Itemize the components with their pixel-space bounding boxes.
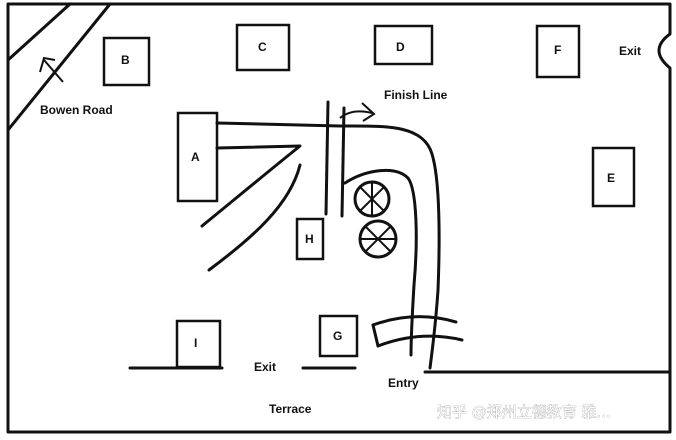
north-arrow-shaft [43, 59, 64, 83]
entry-ramp-top [371, 315, 458, 327]
building-f [535, 24, 581, 79]
building-a-label: A [191, 150, 200, 164]
entry-ramp-end [371, 323, 380, 348]
building-e-label: E [607, 171, 615, 185]
building-b [102, 36, 151, 87]
finish-post-left [324, 100, 330, 216]
exit-bottom-label: Exit [254, 360, 276, 374]
finish-arrow-head [361, 102, 376, 122]
entry-label: Entry [388, 376, 419, 390]
bowen-road-label: Bowen Road [40, 103, 113, 117]
building-c [235, 23, 291, 72]
building-d-label: D [396, 40, 405, 54]
building-h-label: H [305, 232, 314, 246]
building-g-label: G [333, 329, 342, 343]
building-c-label: C [258, 40, 267, 54]
finish-arrow [339, 110, 373, 119]
building-f-label: F [554, 43, 561, 57]
path-inner-curve [343, 168, 418, 357]
building-i-label: I [194, 336, 197, 350]
finish-post-right [340, 106, 346, 218]
path-a-branch [200, 144, 302, 228]
terrace-label: Terrace [269, 402, 312, 416]
building-a [176, 111, 219, 203]
map-boundary [6, 2, 672, 434]
north-arrow-head [39, 56, 56, 73]
path-a-top [215, 121, 441, 370]
exit-right-label: Exit [619, 44, 641, 58]
building-i [175, 319, 222, 369]
fan-icon-upper [353, 180, 391, 218]
fan-icon-lower [358, 219, 398, 259]
finish-line-label: Finish Line [384, 88, 448, 102]
watermark-text: 知乎 @郑州立德教育 雅... [437, 403, 611, 421]
building-h [295, 217, 325, 261]
entry-ramp-bottom [376, 334, 464, 348]
building-b-label: B [121, 53, 130, 67]
path-h-curve [207, 163, 302, 272]
bowen-road-edge-1 [6, 2, 72, 62]
building-g [318, 314, 359, 358]
bowen-road-edge-2 [6, 2, 112, 132]
building-e [591, 146, 636, 208]
building-d [373, 24, 434, 66]
